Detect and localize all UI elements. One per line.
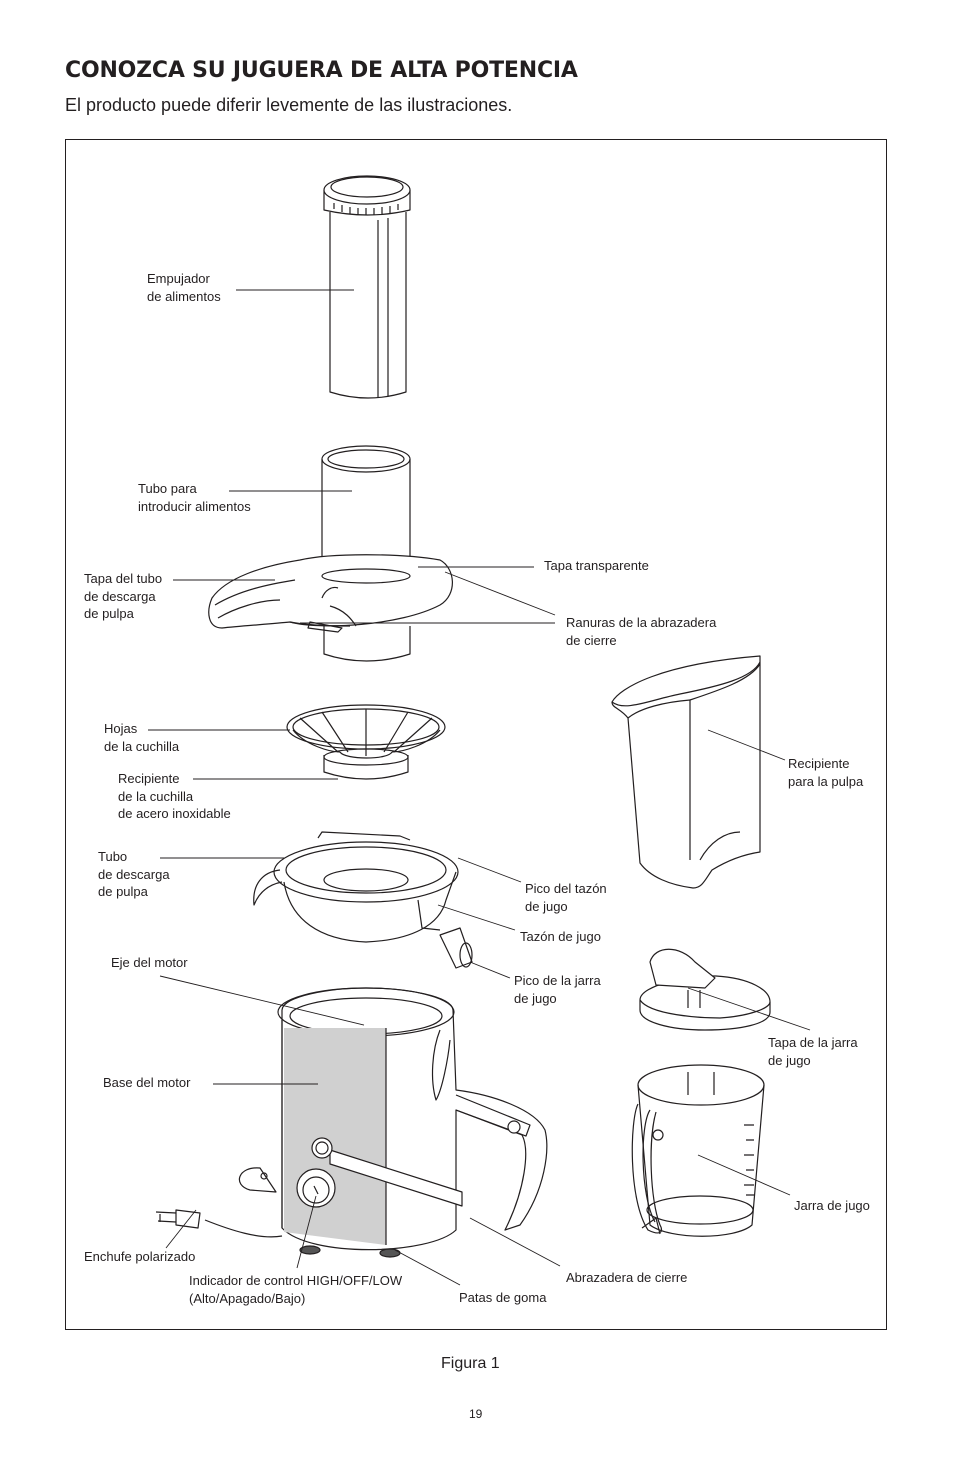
- label-juice-bowl: Tazón de jugo: [520, 929, 601, 944]
- label-motor-shaft: Eje del motor: [111, 955, 188, 970]
- label-motor-base: Base del motor: [103, 1075, 191, 1090]
- label-locking-arm: Abrazadera de cierre: [566, 1270, 688, 1285]
- clear-cover-drawing: [208, 445, 453, 662]
- page-number: 19: [469, 1407, 483, 1421]
- juice-bowl-drawing: [253, 831, 473, 969]
- label-control-knob: Indicador de control HIGH/OFF/LOW(Alto/A…: [189, 1273, 403, 1306]
- page-title: CONOZCA SU JUGUERA DE ALTA POTENCIA: [65, 58, 578, 83]
- jug-lid-drawing: [639, 948, 771, 1031]
- pulp-container-drawing: [611, 655, 761, 889]
- label-clear-cover: Tapa transparente: [544, 558, 649, 573]
- food-pusher-drawing: [323, 175, 411, 399]
- label-juice-jug: Jarra de jugo: [794, 1198, 870, 1213]
- page-subtitle: El producto puede diferir levemente de l…: [65, 95, 513, 115]
- label-plug: Enchufe polarizado: [84, 1249, 196, 1264]
- label-rubber-feet: Patas de goma: [459, 1290, 547, 1305]
- blade-basket-drawing: [286, 704, 446, 780]
- juice-jug-drawing: [631, 1064, 765, 1237]
- figure-caption: Figura 1: [441, 1355, 500, 1372]
- motor-base-drawing: [155, 987, 548, 1258]
- leader-lines: [148, 289, 811, 1286]
- figure-frame: [65, 139, 887, 1330]
